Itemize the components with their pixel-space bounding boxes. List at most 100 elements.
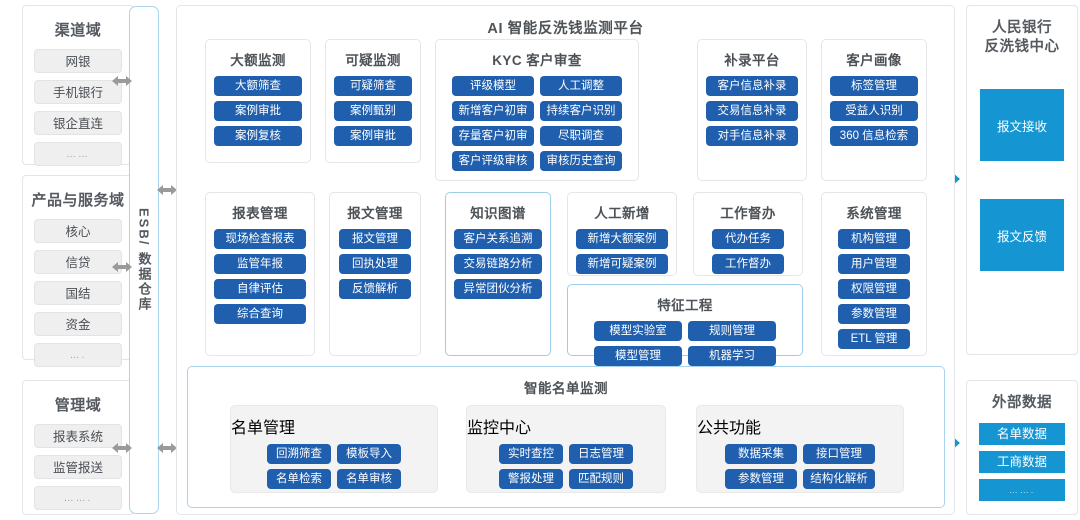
pboc-item-message-receive[interactable]: 报文接收 [980,89,1064,161]
module-button[interactable]: 机构管理 [838,229,910,249]
module-button[interactable]: 存量客户初审 [452,126,534,146]
domain-item[interactable]: 信贷 [34,250,122,274]
module-button[interactable]: 代办任务 [712,229,784,249]
group-title: 监控中心 [467,420,532,437]
page-title: AI 智能反洗钱监测平台 [487,21,644,37]
module-button[interactable]: 权限管理 [838,279,910,299]
group-button[interactable]: 名单审核 [337,469,401,489]
group-monitoring-center: 监控中心 实时查控 日志管理 警报处理 匹配规则 [466,405,666,493]
module-button[interactable]: 可疑筛查 [334,76,412,96]
panel-title: 管理域 [54,397,102,414]
esb-label: ESB/ 数据仓库 [136,208,152,312]
domain-item-more: …. [34,343,122,367]
module-button[interactable]: 人工调整 [540,76,622,96]
group-button[interactable]: 模板导入 [337,444,401,464]
domain-item[interactable]: 银企直连 [34,111,122,135]
module-button[interactable]: 持续客户识别 [540,101,622,121]
module-button[interactable]: 客户信息补录 [706,76,798,96]
group-button[interactable]: 接口管理 [803,444,875,464]
module-button[interactable]: 标签管理 [830,76,918,96]
module-customer-profile: 客户画像 标签管理 受益人识别 360 信息检索 [821,39,927,181]
module-button[interactable]: 新增大额案例 [576,229,668,249]
module-title: 报文管理 [347,206,403,221]
module-title: 客户画像 [846,53,902,68]
domain-item[interactable]: 国结 [34,281,122,305]
domain-item[interactable]: 手机银行 [34,80,122,104]
module-button[interactable]: 评级模型 [452,76,534,96]
domain-item-more: ……. [34,486,122,510]
module-button[interactable]: 监管年报 [214,254,306,274]
group-button[interactable]: 警报处理 [499,469,563,489]
domain-item[interactable]: 资金 [34,312,122,336]
group-button[interactable]: 参数管理 [725,469,797,489]
module-button[interactable]: 工作督办 [712,254,784,274]
module-suspicious-monitoring: 可疑监测 可疑筛查 案例甄别 案例审批 [325,39,421,163]
module-large-amount-monitoring: 大额监测 大额筛查 案例审批 案例复核 [205,39,311,163]
module-button[interactable]: 交易链路分析 [454,254,542,274]
section-title: 智能名单监测 [524,381,608,396]
module-report-management: 报表管理 现场检查报表 监管年报 自律评估 综合查询 [205,192,315,356]
group-list-management: 名单管理 回溯筛查 模板导入 名单检索 名单审核 [230,405,438,493]
arrow-product-to-esb [112,260,132,274]
module-button[interactable]: 参数管理 [838,304,910,324]
module-button[interactable]: 案例审批 [334,126,412,146]
module-button[interactable]: 回执处理 [339,254,411,274]
domain-item[interactable]: 监管报送 [34,455,122,479]
domain-item[interactable]: 网银 [34,49,122,73]
module-button[interactable]: 新增客户初审 [452,101,534,121]
section-intelligent-list-monitoring: 智能名单监测 名单管理 回溯筛查 模板导入 名单检索 名单审核 监控中心 实时查… [187,366,945,508]
arrow-esb-to-platform-top [157,183,177,197]
module-button[interactable]: 现场检查报表 [214,229,306,249]
module-message-management: 报文管理 报文管理 回执处理 反馈解析 [329,192,421,356]
module-button[interactable]: ETL 管理 [838,329,910,349]
pboc-item-message-feedback[interactable]: 报文反馈 [980,199,1064,271]
arrow-esb-to-platform-bottom [157,441,177,455]
module-button[interactable]: 客户关系追溯 [454,229,542,249]
domain-item[interactable]: 核心 [34,219,122,243]
module-title: 可疑监测 [345,53,401,68]
module-title: 报表管理 [232,206,288,221]
module-button[interactable]: 用户管理 [838,254,910,274]
module-button[interactable]: 异常团伙分析 [454,279,542,299]
module-button[interactable]: 新增可疑案例 [576,254,668,274]
module-button[interactable]: 受益人识别 [830,101,918,121]
module-manual-addition: 人工新增 新增大额案例 新增可疑案例 [567,192,677,276]
module-button[interactable]: 自律评估 [214,279,306,299]
module-button[interactable]: 交易信息补录 [706,101,798,121]
group-button[interactable]: 名单检索 [267,469,331,489]
module-button[interactable]: 综合查询 [214,304,306,324]
module-button[interactable]: 360 信息检索 [830,126,918,146]
module-button[interactable]: 机器学习 [688,346,776,366]
module-button[interactable]: 客户评级审核 [452,151,534,171]
module-button[interactable]: 反馈解析 [339,279,411,299]
group-button[interactable]: 数据采集 [725,444,797,464]
group-button[interactable]: 结构化解析 [803,469,875,489]
main-platform-container: AI 智能反洗钱监测平台 大额监测 大额筛查 案例审批 案例复核 可疑监测 可疑… [176,5,955,515]
module-button[interactable]: 案例复核 [214,126,302,146]
group-title: 公共功能 [697,420,762,437]
module-button[interactable]: 模型实验室 [594,321,682,341]
module-button[interactable]: 案例甄别 [334,101,412,121]
external-data-item[interactable]: 工商数据 [979,451,1065,473]
module-button[interactable]: 对手信息补录 [706,126,798,146]
group-button[interactable]: 匹配规则 [569,469,633,489]
module-button[interactable]: 审核历史查询 [540,151,622,171]
group-button[interactable]: 日志管理 [569,444,633,464]
module-button[interactable]: 案例审批 [214,101,302,121]
module-work-supervision: 工作督办 代办任务 工作督办 [693,192,803,276]
module-button[interactable]: 大额筛查 [214,76,302,96]
group-button[interactable]: 实时查控 [499,444,563,464]
domain-item[interactable]: 报表系统 [34,424,122,448]
external-data-item-more: ……. [979,479,1065,501]
module-title: KYC 客户审查 [492,53,582,68]
panel-title-line2: 反洗钱中心 [984,39,1060,55]
module-button[interactable]: 报文管理 [339,229,411,249]
module-button[interactable]: 模型管理 [594,346,682,366]
domain-item-more: …… [34,142,122,166]
external-data-item[interactable]: 名单数据 [979,423,1065,445]
module-title: 人工新增 [594,206,650,221]
group-button[interactable]: 回溯筛查 [267,444,331,464]
panel-product-service-domain: 产品与服务域 核心 信贷 国结 资金 …. [22,175,134,367]
module-button[interactable]: 尽职调查 [540,126,622,146]
module-button[interactable]: 规则管理 [688,321,776,341]
